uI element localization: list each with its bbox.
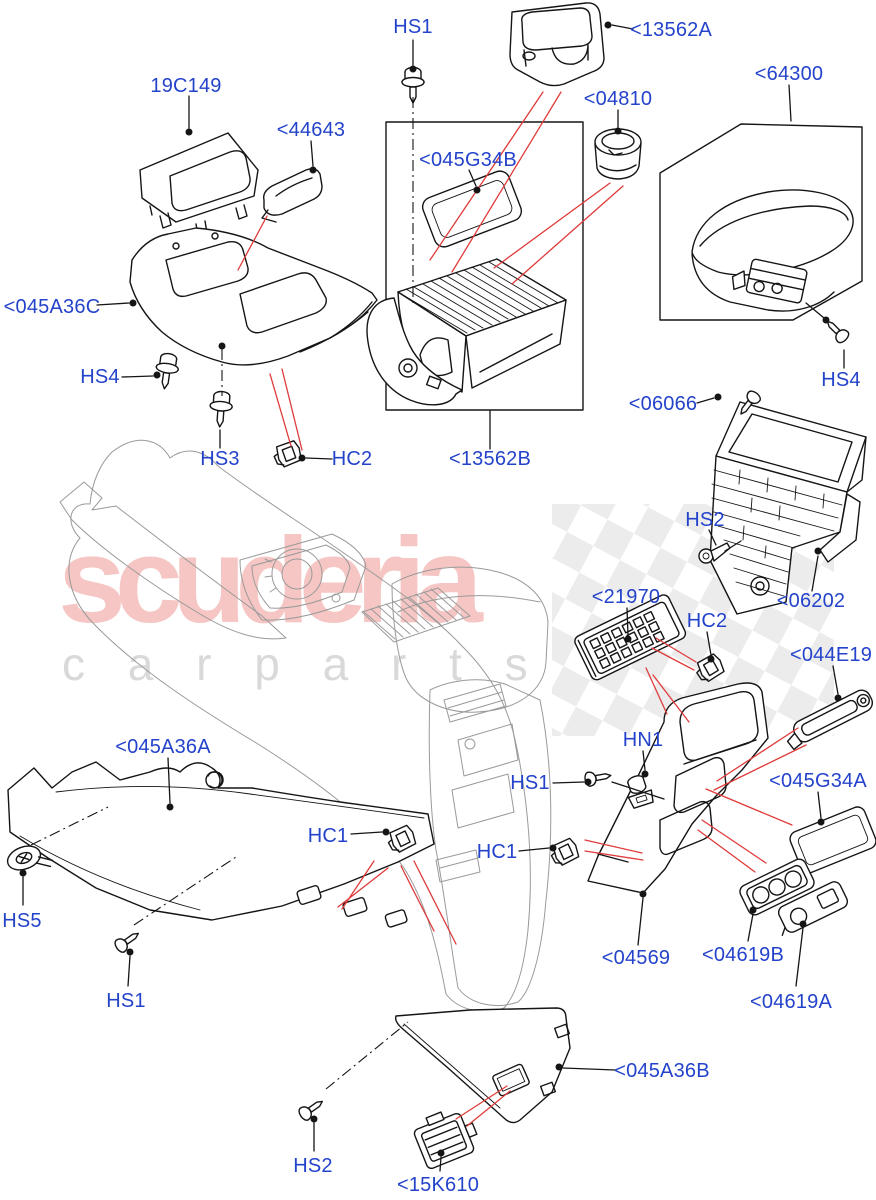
part-label-04810[interactable]: <04810	[583, 88, 653, 110]
storage-bin-drawing	[709, 401, 867, 615]
side-panel-drawing	[7, 761, 435, 928]
latch-drawing	[786, 689, 874, 751]
red-leader-lines	[237, 91, 807, 1127]
fastener-label-HS3[interactable]: HS3	[200, 448, 240, 470]
fastener-label-HS5[interactable]: HS5	[2, 910, 42, 932]
leader-dots	[19, 21, 842, 1157]
part-label-21970[interactable]: <21970	[591, 586, 661, 608]
fastener-label-HS2-bottom[interactable]: HS2	[293, 1155, 333, 1177]
fastener-label-HS1-mid[interactable]: HS1	[510, 772, 550, 794]
fastener-label-HS1-top[interactable]: HS1	[393, 16, 433, 38]
fastener-label-19C149[interactable]: 19C149	[150, 75, 222, 97]
part-label-15K610[interactable]: <15K610	[396, 1174, 480, 1196]
cupholder-assembly-drawing	[366, 258, 567, 406]
fastener-label-HS4-right[interactable]: HS4	[821, 369, 861, 391]
cupholder-box-outline	[385, 121, 584, 411]
blank-plate-a-drawing	[777, 881, 849, 937]
watermark-brand: scuderia	[58, 512, 484, 648]
trim-cap-drawing	[261, 167, 323, 223]
part-label-044E19[interactable]: <044E19	[789, 644, 873, 666]
screw-hs5-icon	[6, 845, 54, 871]
cup-insert-drawing	[509, 2, 605, 87]
fastener-label-HC1-left[interactable]: HC1	[307, 825, 349, 847]
part-label-13562A[interactable]: <13562A	[629, 19, 713, 41]
fastener-label-HS1-bottom[interactable]: HS1	[106, 990, 146, 1012]
part-label-045G34A[interactable]: <045G34A	[769, 770, 867, 792]
part-label-045A36C[interactable]: <045A36C	[3, 296, 101, 318]
rubber-mat-b-drawing	[421, 170, 523, 248]
vent-drawing	[413, 1111, 478, 1170]
armrest-lid-drawing	[691, 189, 854, 312]
bolt-hs2-right-icon	[698, 542, 731, 564]
switch-plate-b-drawing	[739, 858, 815, 916]
fastener-label-HC2-left[interactable]: HC2	[331, 448, 373, 470]
fastener-label-HC2-right[interactable]: HC2	[686, 610, 728, 632]
fastener-label-HS4-left[interactable]: HS4	[80, 366, 120, 388]
console-ghost-drawing	[59, 439, 552, 1012]
part-label-045G34B[interactable]: <045G34B	[419, 149, 517, 171]
shifter-bezel-drawing	[139, 132, 259, 237]
part-label-045A36B[interactable]: <045A36B	[614, 1060, 710, 1082]
part-label-13562B[interactable]: <13562B	[448, 448, 532, 470]
fastener-label-HS2-right[interactable]: HS2	[685, 509, 725, 531]
part-label-04569[interactable]: <04569	[601, 947, 671, 969]
ashtray-cup-drawing	[594, 128, 642, 180]
part-label-06202[interactable]: <06202	[776, 590, 846, 612]
rear-lower-panel-drawing	[394, 1007, 571, 1124]
rear-trim-panel-drawing	[587, 682, 769, 894]
part-label-04619A[interactable]: <04619A	[749, 991, 833, 1013]
fastener-label-HN1[interactable]: HN1	[622, 729, 664, 751]
part-label-045A36A[interactable]: <045A36A	[115, 736, 211, 758]
watermark: scuderia c a r p a r t s	[58, 512, 543, 690]
black-leader-lines	[22, 24, 845, 1172]
part-label-64300[interactable]: <64300	[754, 63, 824, 85]
part-label-06066[interactable]: <06066	[628, 393, 698, 415]
fastener-label-HC1-right[interactable]: HC1	[476, 841, 518, 863]
armrest-box-outline	[659, 123, 863, 321]
part-label-04619B[interactable]: <04619B	[701, 944, 785, 966]
console-top-panel-drawing	[129, 227, 378, 366]
part-label-44643[interactable]: <44643	[276, 119, 346, 141]
watermark-tagline: c a r p a r t s	[62, 638, 543, 690]
nut-hn1-icon	[627, 775, 654, 809]
rubber-mat-a-drawing	[789, 806, 876, 874]
